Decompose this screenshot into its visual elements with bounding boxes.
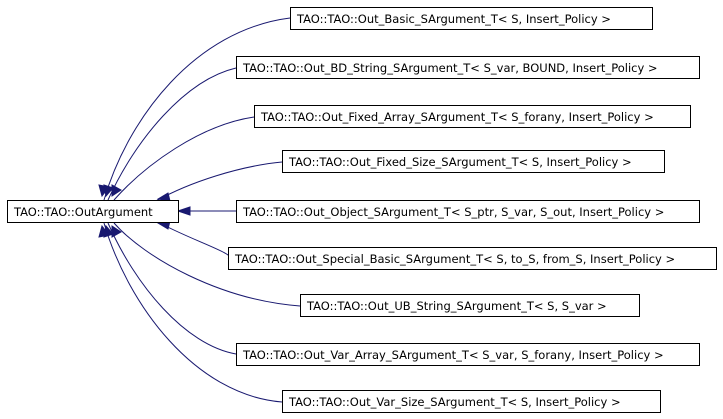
arrowhead-out-fixed-size <box>156 192 171 202</box>
edge-out-basic <box>103 17 291 201</box>
edge-out-var-array <box>107 222 237 355</box>
base-class-label: TAO::TAO::OutArgument <box>13 205 153 219</box>
arrowhead-out-ub-string <box>111 225 122 238</box>
derived-class-node-out-special-basic[interactable]: TAO::TAO::Out_Special_Basic_SArgument_T<… <box>228 247 717 270</box>
derived-class-label: TAO::TAO::Out_Basic_SArgument_T< S, Inse… <box>296 12 611 26</box>
derived-class-label: TAO::TAO::Out_Object_SArgument_T< S_ptr,… <box>242 205 664 219</box>
edge-out-bd-string <box>107 67 237 201</box>
edges <box>98 17 301 403</box>
derived-class-label: TAO::TAO::Out_Var_Size_SArgument_T< S, I… <box>288 395 621 409</box>
arrowhead-out-var-size <box>98 224 110 238</box>
derived-class-label: TAO::TAO::Out_Fixed_Array_SArgument_T< S… <box>260 110 654 124</box>
base-class-node[interactable]: TAO::TAO::OutArgument <box>7 200 179 223</box>
edge-out-fixed-size <box>155 161 283 202</box>
edge-out-var-size <box>103 222 283 403</box>
derived-class-node-out-bd-string[interactable]: TAO::TAO::Out_BD_String_SArgument_T< S_v… <box>236 56 700 79</box>
derived-class-label: TAO::TAO::Out_BD_String_SArgument_T< S_v… <box>242 61 658 75</box>
derived-class-node-out-object[interactable]: TAO::TAO::Out_Object_SArgument_T< S_ptr,… <box>236 200 700 223</box>
arrowhead-out-bd-string <box>103 184 114 198</box>
derived-class-node-out-var-array[interactable]: TAO::TAO::Out_Var_Array_SArgument_T< S_v… <box>236 343 700 366</box>
derived-class-node-out-fixed-size[interactable]: TAO::TAO::Out_Fixed_Size_SArgument_T< S,… <box>282 150 665 173</box>
derived-class-label: TAO::TAO::Out_UB_String_SArgument_T< S, … <box>306 299 607 313</box>
arrowhead-out-object <box>176 206 191 216</box>
edge-out-fixed-array <box>113 116 255 201</box>
derived-class-node-out-fixed-array[interactable]: TAO::TAO::Out_Fixed_Array_SArgument_T< S… <box>254 105 691 128</box>
derived-class-label: TAO::TAO::Out_Fixed_Size_SArgument_T< S,… <box>288 155 632 169</box>
edge-out-ub-string <box>113 222 301 307</box>
arrowhead-out-fixed-array <box>111 184 122 197</box>
derived-class-node-out-var-size[interactable]: TAO::TAO::Out_Var_Size_SArgument_T< S, I… <box>282 390 661 413</box>
derived-class-node-out-ub-string[interactable]: TAO::TAO::Out_UB_String_SArgument_T< S, … <box>300 294 640 317</box>
derived-class-label: TAO::TAO::Out_Var_Array_SArgument_T< S_v… <box>242 348 664 362</box>
derived-class-node-out-basic[interactable]: TAO::TAO::Out_Basic_SArgument_T< S, Inse… <box>290 7 653 30</box>
derived-class-label: TAO::TAO::Out_Special_Basic_SArgument_T<… <box>234 252 675 266</box>
